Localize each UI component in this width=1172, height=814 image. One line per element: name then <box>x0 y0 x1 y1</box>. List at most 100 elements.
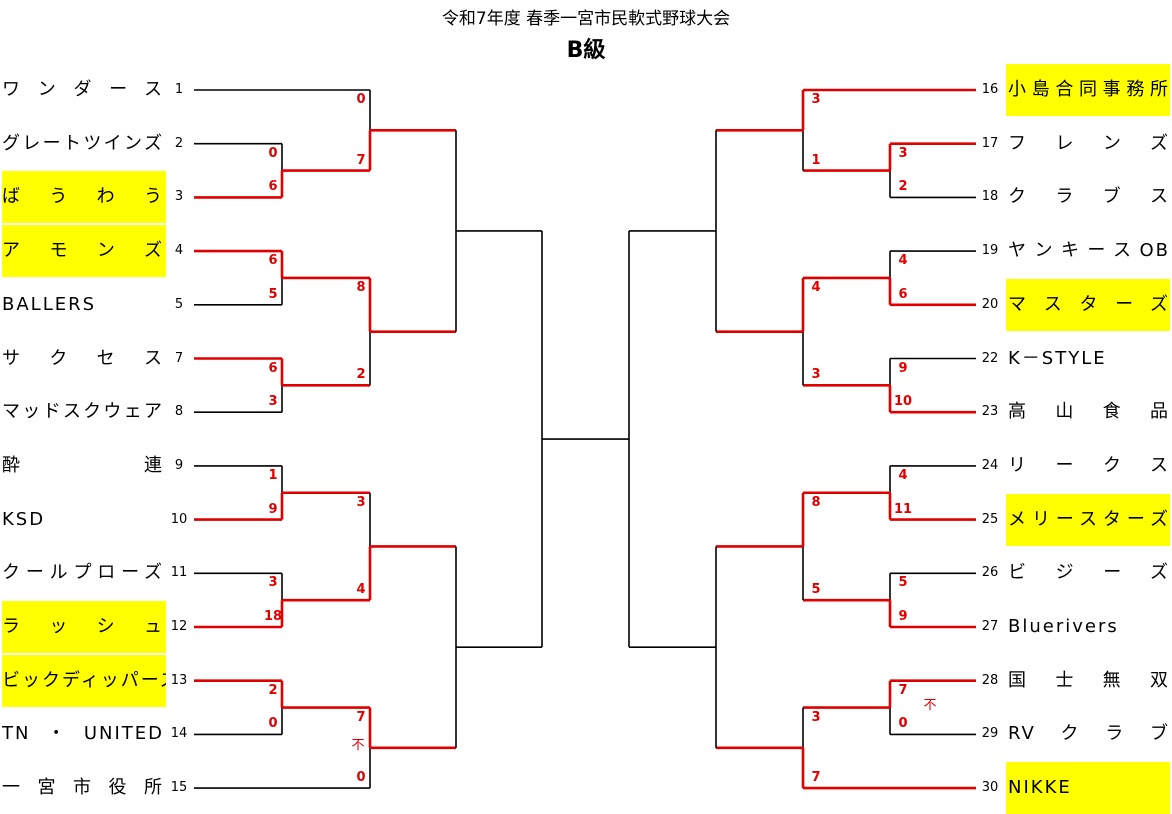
left-team-name: マッドスクウェア <box>2 401 164 423</box>
game-score: 3 <box>898 145 908 161</box>
right-team-name: マスターズ <box>1006 278 1170 331</box>
division-title: B級 <box>566 38 606 63</box>
game-score: 4 <box>898 467 908 483</box>
right-team-name: Bluerivers <box>1008 616 1119 637</box>
left-team-number: 8 <box>174 404 184 420</box>
right-team-number: 25 <box>981 511 999 527</box>
left-team-number: 5 <box>174 296 184 312</box>
game-score: 7 <box>356 152 366 168</box>
left-team-name: アモンズ <box>2 225 166 278</box>
left-team-number: 3 <box>174 189 184 205</box>
left-team-number: 10 <box>170 511 188 527</box>
right-team-number: 24 <box>981 457 999 473</box>
left-team-name: ワンダース <box>2 79 164 100</box>
game-score: 1 <box>268 467 278 483</box>
game-score: 7 <box>356 709 366 725</box>
game-score: 18 <box>263 609 283 624</box>
game-score: 8 <box>356 279 366 295</box>
left-team-name: クールプローズ <box>2 562 164 584</box>
right-team-name: RVクラブ <box>1008 723 1170 745</box>
game-score: 0 <box>268 145 278 161</box>
left-team-name: グレートツインズ <box>2 132 164 154</box>
right-team-number: 27 <box>981 619 999 634</box>
left-team-number: 11 <box>170 565 188 581</box>
right-team-number: 16 <box>981 82 999 97</box>
left-team-number: 14 <box>170 726 188 742</box>
game-score: 9 <box>898 360 908 376</box>
right-team-name: 国士無双 <box>1008 669 1170 691</box>
game-score: 9 <box>898 609 908 624</box>
right-team-number: 20 <box>981 296 999 312</box>
left-team-name: ビックディッパーズ <box>2 654 166 707</box>
right-team-name: 小島合同事務所 <box>1006 64 1170 116</box>
right-team-number: 28 <box>981 672 999 688</box>
right-team-name: ビジーズ <box>1008 562 1170 584</box>
left-team-name: ばうわう <box>2 171 166 224</box>
right-team-number: 18 <box>981 189 999 205</box>
right-team-name: クラブス <box>1008 186 1170 208</box>
game-score: 3 <box>268 575 278 591</box>
left-team-name: 酔連 <box>2 454 164 476</box>
game-score: 4 <box>898 253 908 269</box>
left-team-name: ラッシュ <box>2 601 166 653</box>
right-team-number: 23 <box>981 404 999 420</box>
game-score: 7 <box>811 770 821 786</box>
game-score: 6 <box>268 253 278 269</box>
right-team-name: 高山食品 <box>1008 401 1170 423</box>
right-team-number: 22 <box>981 350 999 366</box>
game-score: 2 <box>356 367 366 383</box>
left-team-name: KSD <box>2 508 46 530</box>
game-score: 0 <box>268 716 278 732</box>
left-team-number: 15 <box>170 780 188 796</box>
game-score: 3 <box>811 709 821 725</box>
right-team-name: フレンズ <box>1008 132 1170 154</box>
left-team-number: 7 <box>174 350 184 366</box>
game-score: 7 <box>898 682 908 698</box>
game-score: 3 <box>268 394 278 410</box>
game-score: 10 <box>893 394 913 410</box>
right-team-name: ヤンキースOB <box>1008 240 1170 262</box>
game-score: 4 <box>811 279 821 295</box>
left-team-number: 12 <box>170 619 188 634</box>
left-team-number: 2 <box>174 135 184 151</box>
left-team-number: 4 <box>174 243 184 259</box>
right-team-name: メリースターズ <box>1006 493 1170 546</box>
game-score: 6 <box>898 286 908 302</box>
right-team-number: 26 <box>981 565 999 581</box>
left-team-number: 13 <box>170 672 188 688</box>
tournament-title: 令和7年度 春季一宮市民軟式野球大会 <box>441 9 731 29</box>
right-team-name: リークス <box>1008 454 1170 476</box>
game-score: 11 <box>893 501 913 517</box>
game-score: 0 <box>898 716 908 732</box>
game-score: 5 <box>268 286 278 302</box>
game-score: 1 <box>811 152 821 168</box>
right-team-number: 29 <box>981 726 999 742</box>
game-score: 0 <box>356 770 366 786</box>
right-team-name: K－STYLE <box>1008 347 1107 369</box>
right-team-number: 30 <box>981 780 999 796</box>
left-team-name: サクセス <box>2 347 164 369</box>
forfeit-mark: 不 <box>923 697 937 713</box>
right-team-name: NIKKE <box>1006 762 1170 814</box>
forfeit-mark: 不 <box>351 737 365 753</box>
game-score: 3 <box>811 367 821 383</box>
game-score: 0 <box>356 92 366 107</box>
game-score: 2 <box>268 682 278 698</box>
left-team-number: 9 <box>174 457 184 473</box>
right-team-number: 17 <box>981 135 999 151</box>
game-score: 5 <box>811 582 821 598</box>
game-score: 9 <box>268 501 278 517</box>
left-team-name: TN・UNITED <box>2 723 164 745</box>
game-score: 5 <box>898 575 908 591</box>
game-score: 6 <box>268 179 278 195</box>
game-score: 8 <box>811 494 821 510</box>
left-team-name: 一宮市役所 <box>2 777 164 799</box>
game-score: 2 <box>898 179 908 195</box>
game-score: 6 <box>268 360 278 376</box>
left-team-number: 1 <box>174 82 184 97</box>
game-score: 3 <box>356 494 366 510</box>
game-score: 3 <box>811 92 821 107</box>
left-team-name: BALLERS <box>2 293 97 315</box>
game-score: 4 <box>356 582 366 598</box>
